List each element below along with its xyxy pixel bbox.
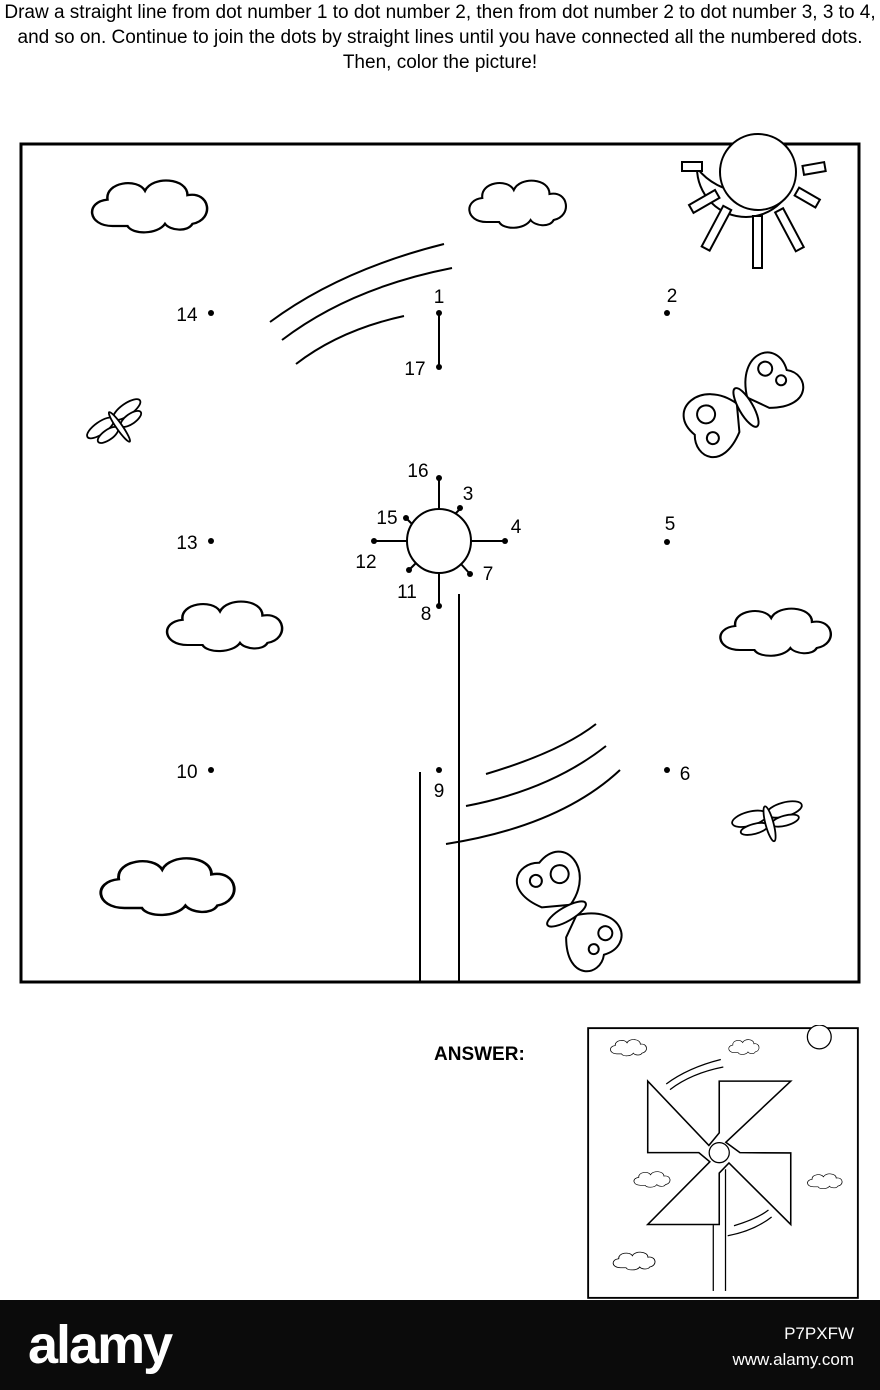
- dot-12: [371, 538, 377, 544]
- dot-15: [403, 515, 409, 521]
- dot-13: [208, 538, 214, 544]
- pinwheel-stick: [419, 594, 460, 982]
- dot-label-8: 8: [421, 604, 432, 625]
- dot-label-16: 16: [407, 461, 428, 482]
- dot-label-17: 17: [404, 359, 425, 380]
- dot-3: [457, 505, 463, 511]
- cloud-icon: [468, 179, 567, 229]
- dot-label-12: 12: [355, 552, 376, 573]
- dot-label-3: 3: [463, 484, 474, 505]
- cloud-icon: [719, 607, 832, 657]
- dragonfly-icon: [86, 398, 143, 444]
- dot-label-6: 6: [680, 764, 691, 785]
- dot-label-15: 15: [376, 508, 397, 529]
- site-url: www.alamy.com: [732, 1350, 854, 1369]
- dot-label-4: 4: [511, 517, 522, 538]
- cloud-icon: [99, 856, 236, 917]
- dot-label-1: 1: [434, 287, 445, 308]
- dot-label-7: 7: [483, 564, 494, 585]
- sun-icon: [681, 133, 827, 269]
- dot-14: [208, 310, 214, 316]
- dot-17: [436, 364, 442, 370]
- cloud-icon: [165, 600, 284, 653]
- instructions-text: Draw a straight line from dot number 1 t…: [4, 2, 876, 73]
- dot-1: [436, 310, 442, 316]
- dot-label-11: 11: [397, 582, 417, 603]
- dragonfly-icon: [731, 800, 803, 843]
- image-code: P7PXFW: [784, 1324, 854, 1343]
- dot-9: [436, 767, 442, 773]
- dot-label-5: 5: [665, 514, 676, 535]
- dot-10: [208, 767, 214, 773]
- dot-8: [436, 603, 442, 609]
- footer-bar: alamy P7PXFW www.alamy.com: [0, 1300, 880, 1390]
- butterfly-icon: [682, 351, 805, 458]
- dot-2: [664, 310, 670, 316]
- dot-16: [436, 475, 442, 481]
- puzzle-frame: [19, 142, 861, 984]
- pinwheel-hub: [374, 313, 505, 606]
- butterfly-icon: [516, 850, 623, 973]
- brand-logo: alamy: [28, 1315, 173, 1375]
- answer-label: ANSWER:: [434, 1044, 525, 1065]
- dot-6: [664, 767, 670, 773]
- answer-thumbnail: [587, 1025, 859, 1299]
- cloud-icon: [90, 179, 209, 234]
- dot-label-9: 9: [434, 781, 445, 802]
- dot-label-10: 10: [176, 762, 197, 783]
- dot-5: [664, 539, 670, 545]
- dot-7: [467, 571, 473, 577]
- dot-4: [502, 538, 508, 544]
- dot-label-13: 13: [176, 533, 197, 554]
- dot-11: [406, 567, 412, 573]
- wind-lines: [269, 243, 621, 845]
- dot-label-2: 2: [667, 286, 678, 307]
- dot-label-14: 14: [176, 305, 198, 326]
